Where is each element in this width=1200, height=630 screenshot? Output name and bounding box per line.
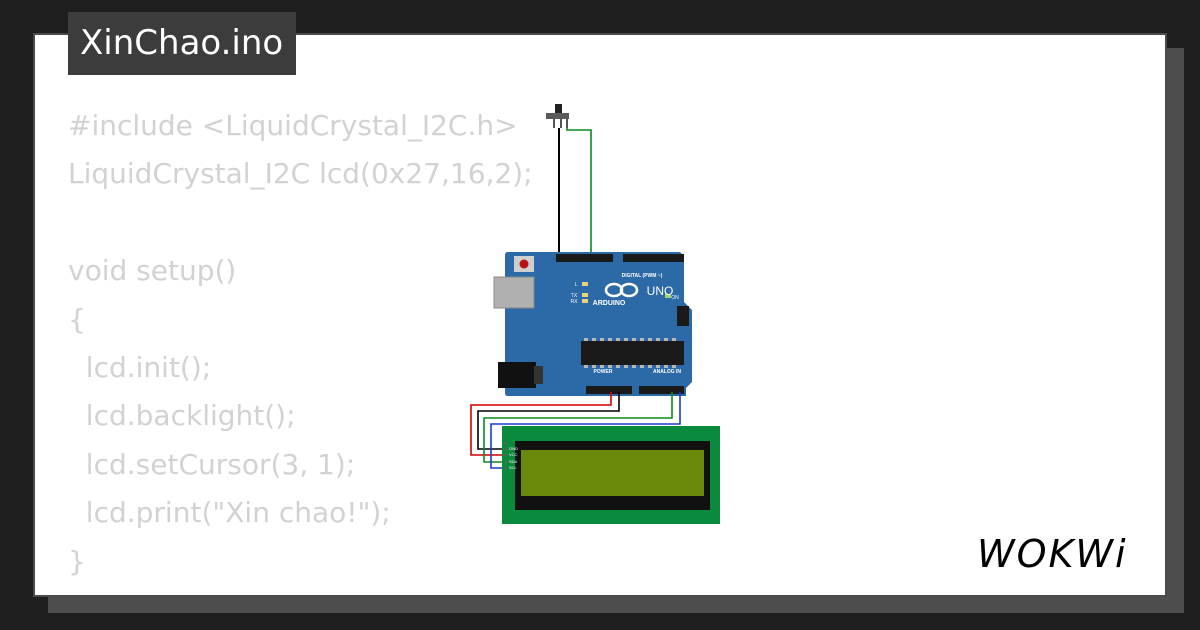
lcd-pin-scl: SCL xyxy=(509,465,518,470)
code-line: { xyxy=(68,302,86,336)
wokwi-logo: WOKWi xyxy=(977,532,1128,576)
board-on-label: ON xyxy=(671,295,679,301)
wire-green-switch xyxy=(566,128,592,254)
wire-red-lcd xyxy=(470,392,612,456)
code-line: } xyxy=(68,544,86,578)
lcd-pin-gnd: GND xyxy=(509,446,518,451)
code-line: lcd.backlight(); xyxy=(68,399,296,433)
board-led-label-tx: TX xyxy=(571,293,578,299)
lcd-display[interactable]: GND VCC SDA SCL xyxy=(502,426,720,524)
board-analog-label: ANALOG IN xyxy=(653,369,681,375)
code-line: #include <LiquidCrystal_I2C.h> xyxy=(68,109,518,142)
file-title: XinChao.ino xyxy=(68,12,297,75)
slide-switch[interactable] xyxy=(546,104,569,128)
board-led-label-l: L xyxy=(575,282,578,288)
board-model: UNO xyxy=(647,284,674,298)
board-power-label: POWER xyxy=(594,369,613,375)
board-digital-label: DIGITAL (PWM ~) xyxy=(622,273,663,279)
code-line: lcd.print("Xin chao!"); xyxy=(68,496,391,530)
wire-blue-lcd xyxy=(490,392,681,469)
wokwi-logo-text: WOKWi xyxy=(977,532,1128,576)
code-line: LiquidCrystal_I2C lcd(0x27,16,2); xyxy=(68,157,533,191)
wire-black-lcd xyxy=(477,392,620,450)
arduino-uno-board[interactable]: UNO ARDUINO DIGITAL (PWM ~) POWER ANALOG… xyxy=(493,252,692,396)
board-led-label-rx: RX xyxy=(571,299,579,305)
code-line: lcd.init(); xyxy=(68,350,212,384)
code-line: void setup() xyxy=(68,254,237,288)
lcd-pin-sda: SDA xyxy=(509,459,518,464)
code-line: lcd.setCursor(3, 1); xyxy=(68,447,356,481)
code-listing: #include <LiquidCrystal_I2C.h> LiquidCrys… xyxy=(68,102,533,586)
board-brand: ARDUINO xyxy=(593,300,626,307)
lcd-pin-vcc: VCC xyxy=(509,452,518,457)
